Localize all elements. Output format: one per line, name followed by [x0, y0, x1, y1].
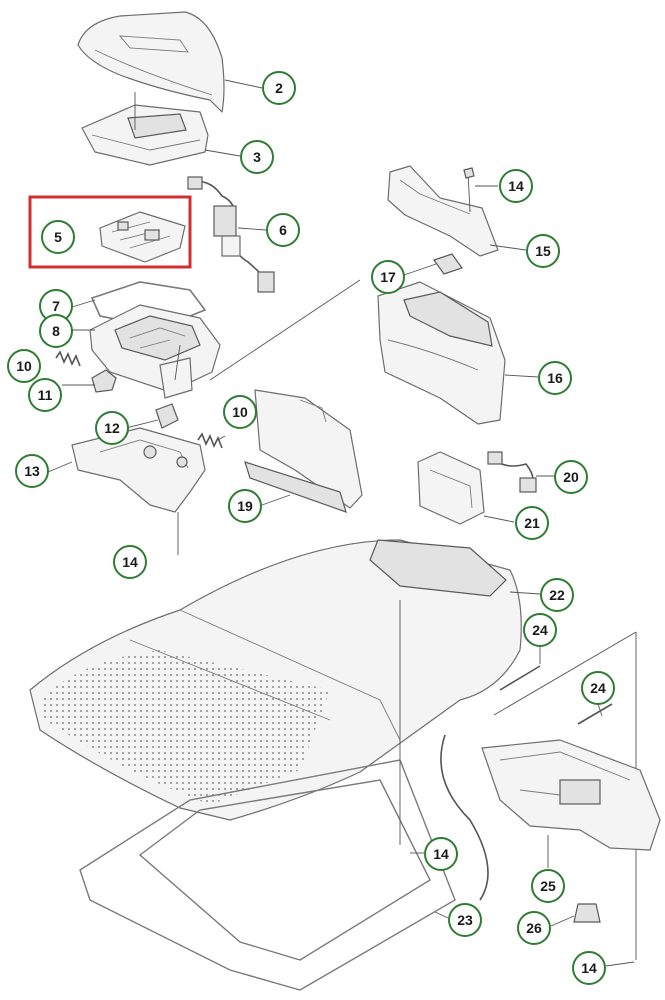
callout-19-label: 19 [237, 498, 253, 514]
callout-23[interactable]: 23 [448, 903, 482, 937]
callout-14-left[interactable]: 14 [113, 545, 147, 579]
callout-20-label: 20 [563, 469, 579, 485]
callout-22-label: 22 [549, 587, 565, 603]
part-23-guide-loop[interactable] [79, 734, 489, 991]
part-3-hatch-cover[interactable] [81, 92, 209, 166]
callout-25[interactable]: 25 [531, 869, 565, 903]
part-11-sensor[interactable] [91, 369, 117, 393]
part-16-handle-housing[interactable] [377, 281, 506, 425]
part-25-drive-chassis[interactable] [481, 739, 661, 851]
callout-16[interactable]: 16 [538, 361, 572, 395]
callout-14-bottom-center[interactable]: 14 [424, 837, 458, 871]
part-24-pin-right[interactable] [577, 703, 613, 725]
callout-22[interactable]: 22 [540, 578, 574, 612]
callout-2-label: 2 [275, 80, 283, 96]
callout-7-label: 7 [52, 298, 60, 314]
part-21-module[interactable] [417, 451, 485, 525]
callout-10-left[interactable]: 10 [7, 349, 41, 383]
callout-2[interactable]: 2 [262, 71, 296, 105]
callout-14-left-label: 14 [122, 554, 138, 570]
part-15-bracket[interactable] [387, 165, 499, 257]
callout-7[interactable]: 7 [39, 289, 73, 323]
callout-16-label: 16 [547, 370, 563, 386]
callout-3[interactable]: 3 [240, 140, 274, 174]
part-5-circuit-board[interactable] [99, 211, 186, 263]
callout-20[interactable]: 20 [554, 460, 588, 494]
callout-10-left-label: 10 [16, 358, 32, 374]
callout-23-label: 23 [457, 912, 473, 928]
callout-5-label: 5 [54, 229, 62, 245]
leader-lines [47, 79, 635, 967]
highlight-box-part-5 [28, 195, 192, 269]
part-17-small-piece[interactable] [433, 253, 463, 275]
part-6-wiring-harness[interactable] [187, 176, 275, 293]
callout-13-label: 13 [24, 463, 40, 479]
callout-24-right-label: 24 [590, 680, 606, 696]
part-10-spring-right[interactable] [197, 432, 223, 449]
part-22-body-shell[interactable] [29, 539, 522, 821]
callout-14-bottom-right-label: 14 [581, 960, 597, 976]
callout-21-label: 21 [524, 515, 540, 531]
callout-14-bottom-center-label: 14 [433, 846, 449, 862]
part-13-lower-chassis[interactable] [71, 427, 206, 513]
callout-21[interactable]: 21 [515, 506, 549, 540]
part-8-electronics-housing[interactable] [89, 304, 221, 399]
part-26-plug[interactable] [573, 903, 601, 923]
callout-14-bottom-right[interactable]: 14 [572, 951, 606, 985]
callout-8-label: 8 [52, 323, 60, 339]
callout-15-label: 15 [535, 243, 551, 259]
part-2-top-cover[interactable] [77, 11, 225, 113]
callout-17[interactable]: 17 [371, 260, 405, 294]
callout-12-label: 12 [104, 420, 120, 436]
callout-26-label: 26 [526, 920, 542, 936]
callout-24-left-label: 24 [532, 622, 548, 638]
callout-24-right[interactable]: 24 [581, 671, 615, 705]
callout-8[interactable]: 8 [39, 314, 73, 348]
part-19-display-lid[interactable] [244, 389, 363, 513]
callout-5[interactable]: 5 [41, 220, 75, 254]
callout-10-right[interactable]: 10 [223, 395, 257, 429]
callout-13[interactable]: 13 [15, 454, 49, 488]
callout-14-top[interactable]: 14 [499, 169, 533, 203]
callout-24-left[interactable]: 24 [523, 613, 557, 647]
callout-6[interactable]: 6 [266, 213, 300, 247]
callout-14-top-label: 14 [508, 178, 524, 194]
part-10-spring-left[interactable] [55, 350, 81, 367]
callout-6-label: 6 [279, 222, 287, 238]
callout-3-label: 3 [253, 149, 261, 165]
callout-19[interactable]: 19 [228, 489, 262, 523]
callout-11[interactable]: 11 [28, 378, 62, 412]
part-14-screw-top[interactable] [463, 167, 475, 213]
part-24-pin-left[interactable] [499, 665, 541, 691]
callout-17-label: 17 [380, 269, 396, 285]
callout-12[interactable]: 12 [95, 411, 129, 445]
callout-26[interactable]: 26 [517, 911, 551, 945]
part-12-clip[interactable] [155, 403, 179, 429]
callout-15[interactable]: 15 [526, 234, 560, 268]
callout-10-right-label: 10 [232, 404, 248, 420]
part-20-connector[interactable] [487, 451, 537, 493]
callout-25-label: 25 [540, 878, 556, 894]
part-7-seal[interactable] [90, 281, 207, 329]
callout-11-label: 11 [38, 387, 53, 403]
